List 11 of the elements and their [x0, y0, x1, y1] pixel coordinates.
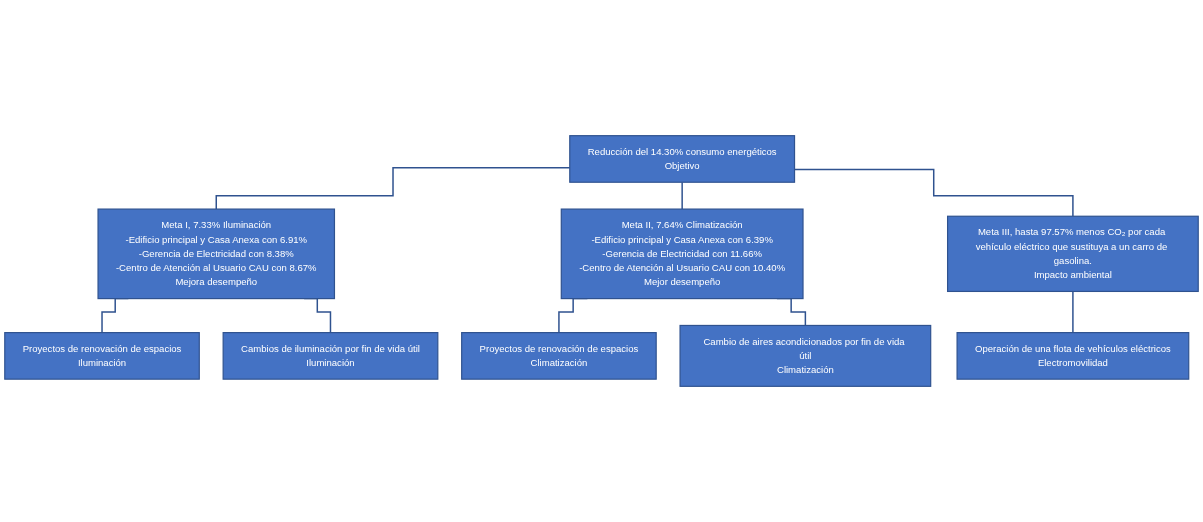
node-box: Proyectos de renovación de espacios Iluminación — [4, 332, 200, 380]
node-box: Cambios de iluminación por fin de vida útil Iluminación — [222, 332, 439, 380]
node-box: Reducción del 14.30% consumo energéticos Objetivo — [569, 135, 796, 183]
node-box: Proyectos de renovación de espacios Climatización — [461, 332, 657, 380]
node-box: Meta III, hasta 97.57% menos CO₂ por cada vehículo eléctrico que sustituya a un carro de gasolina. Impacto ambiental — [947, 215, 1199, 293]
node-box: Meta II, 7.64% Climatización -Edificio principal y Casa Anexa con 6.39% -Gerencia de Electricidad con 11.66% -Centro de Atención al Usuario CAU con 10.40% Mejor desempeño — [560, 208, 804, 300]
connector — [1072, 290, 1074, 334]
connector — [681, 181, 683, 210]
node-box: Cambio de aires acondicionados por fin de vida útil Climatización — [679, 324, 932, 387]
node-box: Meta I, 7.33% Iluminación -Edificio principal y Casa Anexa con 6.91% -Gerencia de Electricidad con 8.38% -Centro de Atención al Usuario CAU con 8.67% Mejora desempeño — [97, 208, 336, 300]
node-box: Operación de una flota de vehículos eléctricos Electromovilidad — [956, 332, 1190, 380]
